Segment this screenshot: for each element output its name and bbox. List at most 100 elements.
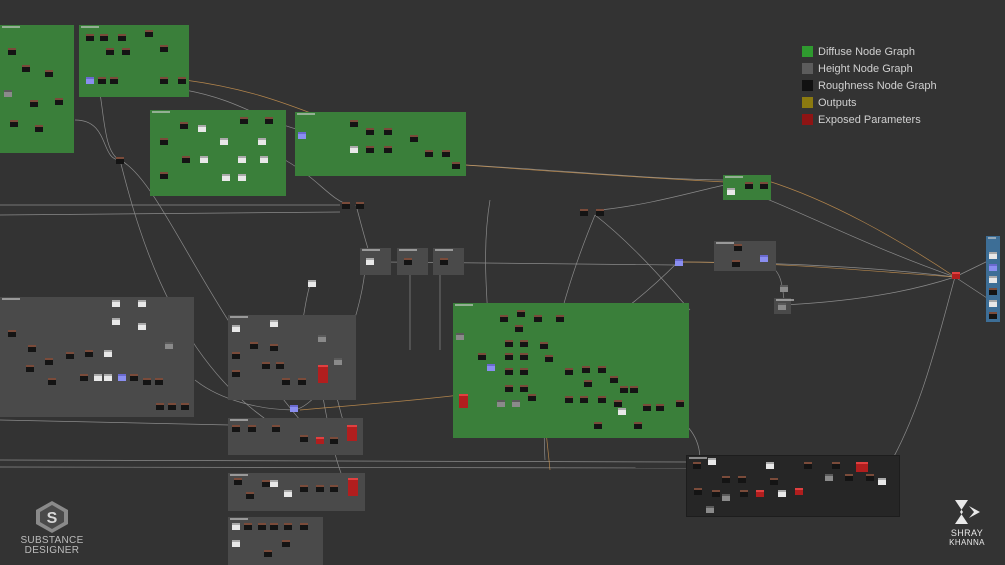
graph-node[interactable] xyxy=(778,490,786,497)
graph-node[interactable] xyxy=(505,368,513,375)
graph-node[interactable] xyxy=(94,374,102,381)
output-node[interactable] xyxy=(989,264,997,271)
output-node[interactable] xyxy=(989,288,997,295)
graph-node[interactable] xyxy=(520,385,528,392)
graph-node[interactable] xyxy=(298,132,306,139)
graph-node[interactable] xyxy=(112,318,120,325)
graph-node[interactable] xyxy=(452,162,460,169)
graph-node[interactable] xyxy=(270,344,278,351)
height-frame-small-1[interactable] xyxy=(360,248,391,275)
graph-node[interactable] xyxy=(264,550,272,557)
exposed-parameter-node[interactable] xyxy=(756,490,764,497)
graph-node[interactable] xyxy=(4,90,12,97)
graph-node[interactable] xyxy=(440,258,448,265)
graph-node[interactable] xyxy=(580,209,588,216)
graph-node[interactable] xyxy=(138,300,146,307)
graph-node[interactable] xyxy=(565,396,573,403)
graph-node[interactable] xyxy=(30,100,38,107)
graph-node[interactable] xyxy=(350,146,358,153)
graph-node[interactable] xyxy=(258,138,266,145)
graph-node[interactable] xyxy=(160,45,168,52)
graph-node[interactable] xyxy=(350,120,358,127)
graph-node[interactable] xyxy=(366,258,374,265)
graph-node[interactable] xyxy=(232,370,240,377)
graph-node[interactable] xyxy=(138,323,146,330)
graph-node[interactable] xyxy=(198,125,206,132)
graph-node[interactable] xyxy=(825,474,833,481)
graph-node[interactable] xyxy=(244,523,252,530)
graph-node[interactable] xyxy=(262,480,270,487)
graph-node[interactable] xyxy=(740,490,748,497)
graph-node[interactable] xyxy=(766,462,774,469)
graph-node[interactable] xyxy=(582,366,590,373)
graph-node[interactable] xyxy=(780,285,788,292)
graph-node[interactable] xyxy=(584,380,592,387)
graph-node[interactable] xyxy=(712,490,720,497)
output-node[interactable] xyxy=(989,276,997,283)
graph-node[interactable] xyxy=(48,378,56,385)
graph-node[interactable] xyxy=(565,368,573,375)
graph-node[interactable] xyxy=(722,476,730,483)
graph-node[interactable] xyxy=(727,188,735,195)
graph-node[interactable] xyxy=(270,480,278,487)
graph-node[interactable] xyxy=(708,458,716,465)
graph-node[interactable] xyxy=(745,182,753,189)
graph-node[interactable] xyxy=(520,353,528,360)
output-node[interactable] xyxy=(989,300,997,307)
graph-node[interactable] xyxy=(694,488,702,495)
graph-node[interactable] xyxy=(55,98,63,105)
graph-node[interactable] xyxy=(643,404,651,411)
graph-node[interactable] xyxy=(866,474,874,481)
graph-node[interactable] xyxy=(232,523,240,530)
diffuse-frame-a[interactable] xyxy=(0,25,74,153)
graph-node[interactable] xyxy=(118,34,126,41)
graph-node[interactable] xyxy=(878,478,886,485)
graph-node[interactable] xyxy=(634,422,642,429)
graph-node[interactable] xyxy=(693,462,701,469)
graph-node[interactable] xyxy=(614,400,622,407)
graph-node[interactable] xyxy=(540,342,548,349)
height-frame-small-3[interactable] xyxy=(433,248,464,275)
graph-node[interactable] xyxy=(276,362,284,369)
graph-node[interactable] xyxy=(8,48,16,55)
graph-node[interactable] xyxy=(232,425,240,432)
graph-node[interactable] xyxy=(282,540,290,547)
exposed-parameter-node[interactable] xyxy=(856,462,868,472)
exposed-parameter-node[interactable] xyxy=(316,437,324,444)
graph-node[interactable] xyxy=(517,310,525,317)
graph-node[interactable] xyxy=(845,474,853,481)
graph-node[interactable] xyxy=(384,146,392,153)
graph-node[interactable] xyxy=(308,280,316,287)
graph-node[interactable] xyxy=(238,174,246,181)
graph-node[interactable] xyxy=(404,258,412,265)
graph-node[interactable] xyxy=(487,364,495,371)
height-frame-left[interactable] xyxy=(0,297,194,417)
graph-node[interactable] xyxy=(356,202,364,209)
graph-node[interactable] xyxy=(290,405,298,412)
graph-node[interactable] xyxy=(738,476,746,483)
graph-node[interactable] xyxy=(100,34,108,41)
graph-node[interactable] xyxy=(22,65,30,72)
graph-node[interactable] xyxy=(258,523,266,530)
graph-node[interactable] xyxy=(232,352,240,359)
graph-node[interactable] xyxy=(155,378,163,385)
graph-node[interactable] xyxy=(160,172,168,179)
graph-node[interactable] xyxy=(330,485,338,492)
graph-node[interactable] xyxy=(262,362,270,369)
graph-node[interactable] xyxy=(505,353,513,360)
graph-node[interactable] xyxy=(366,146,374,153)
graph-node[interactable] xyxy=(620,386,628,393)
graph-node[interactable] xyxy=(45,358,53,365)
graph-node[interactable] xyxy=(618,408,626,415)
diffuse-frame-c[interactable] xyxy=(150,110,286,196)
graph-node[interactable] xyxy=(515,325,523,332)
graph-node[interactable] xyxy=(130,374,138,381)
graph-node[interactable] xyxy=(118,374,126,381)
graph-node[interactable] xyxy=(180,122,188,129)
graph-node[interactable] xyxy=(384,128,392,135)
graph-node[interactable] xyxy=(10,120,18,127)
graph-node[interactable] xyxy=(528,394,536,401)
graph-node[interactable] xyxy=(425,150,433,157)
graph-node[interactable] xyxy=(610,376,618,383)
